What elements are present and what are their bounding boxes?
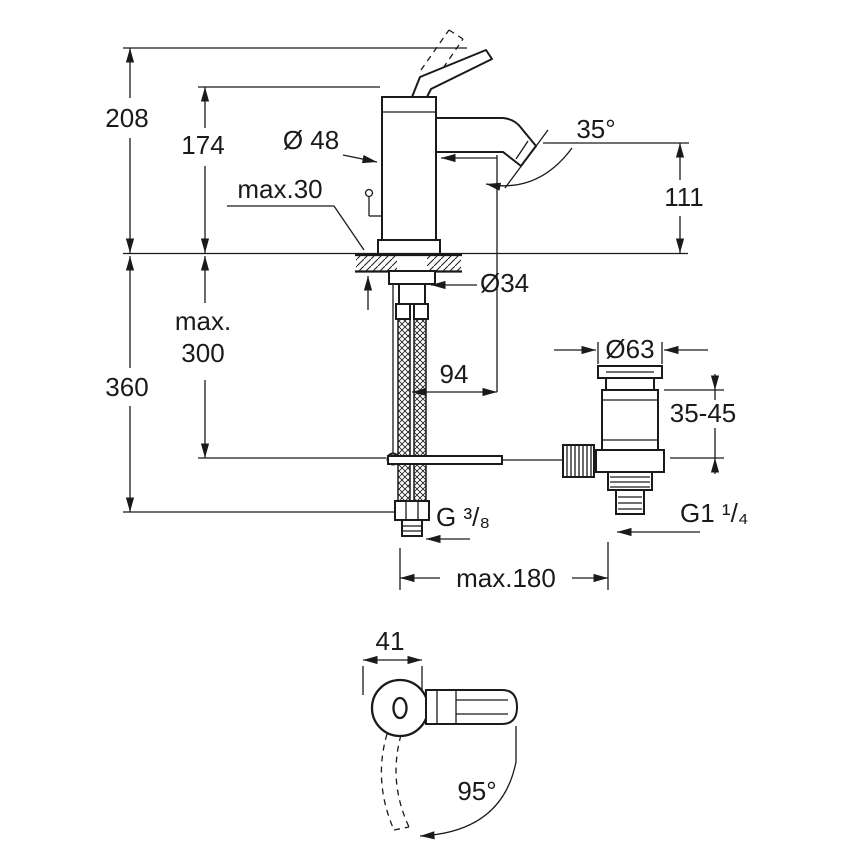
body-top-view: [370, 678, 430, 738]
hose-thread-tail: [401, 519, 423, 537]
dim-outlet-height: 111: [664, 143, 704, 253]
aerator-line: [515, 140, 529, 160]
waste-tailpiece: [615, 489, 645, 515]
spout: [435, 117, 538, 168]
supply-hoses: [388, 270, 436, 537]
dim-max-hose: max. 300: [175, 256, 231, 458]
lever-top-view: [425, 689, 519, 725]
dim-lever-offset: 41: [362, 626, 423, 695]
label-supply-thread: G ³/₈: [436, 502, 490, 532]
label-waste-adjustment: 35-45: [670, 398, 737, 428]
dim-lever-swing: 95°: [419, 726, 517, 840]
label-waste-thread: G1 ¹/₄: [680, 498, 748, 528]
hose-right: [413, 318, 427, 502]
label-spout-angle: 35°: [576, 114, 615, 144]
shank: [398, 283, 426, 305]
label-spout-reach: 94: [440, 359, 469, 389]
washer: [388, 270, 436, 285]
dim-waste-thread: G1 ¹/₄: [617, 498, 748, 537]
deck-hatch-left: [356, 256, 397, 271]
faucet-side-view: [364, 29, 538, 255]
cartridge-center: [392, 696, 408, 720]
waste-tee: [595, 449, 665, 473]
label-max-hose-1: max.: [175, 306, 231, 336]
deck-hatch-right: [427, 256, 461, 271]
hose-left: [397, 318, 411, 502]
label-hole-diameter: Ø34: [480, 268, 529, 298]
lever-swung-dashed: [380, 733, 410, 831]
label-waste-flange-diameter: Ø63: [605, 334, 654, 364]
faucet-body: [381, 96, 437, 243]
label-max-hose-2: 300: [181, 338, 224, 368]
waste-neck: [605, 377, 655, 391]
waste-body: [601, 389, 659, 451]
dim-below-deck-height: 360: [105, 256, 149, 512]
dim-spout-angle: 35°: [485, 114, 616, 191]
hose-nut-left: [395, 303, 411, 320]
popup-waste-assembly: [562, 365, 665, 515]
dim-max-reach: max.180: [399, 542, 609, 593]
hose-nut-right: [413, 303, 429, 320]
label-below-deck-height: 360: [105, 372, 148, 402]
label-body-diameter: Ø 48: [283, 125, 339, 155]
label-lever-swing: 95°: [457, 776, 496, 806]
dim-overall-height: 208: [105, 48, 149, 253]
popup-knob: [364, 188, 382, 217]
label-height-to-spout: 174: [181, 130, 224, 160]
label-lever-offset: 41: [376, 626, 405, 656]
dim-supply-thread: G ³/₈: [426, 502, 490, 544]
dim-height-to-spout: 174: [181, 87, 225, 253]
label-outlet-height: 111: [664, 182, 704, 212]
dim-spout-reach: 94: [412, 359, 497, 397]
dim-body-diameter: Ø 48: [283, 125, 498, 392]
lever-raised-dashed: [420, 29, 464, 78]
mounting-deck: [355, 253, 462, 273]
horizontal-rod: [387, 455, 503, 465]
dimensions: 208 174 max.30 Ø 48 35°: [105, 47, 748, 593]
dim-max-deck-thickness: max.30: [227, 174, 373, 310]
hose-end-nut: [394, 500, 430, 521]
popup-rod: [386, 284, 563, 466]
lever-handle: [411, 49, 493, 98]
dim-waste-flange-diameter: Ø63: [554, 334, 708, 364]
faucet-top-view: 41 95°: [362, 626, 519, 840]
dim-hole-diameter: Ø34: [431, 268, 529, 298]
label-max-reach: max.180: [456, 563, 556, 593]
dim-waste-adjustment: 35-45: [664, 374, 736, 474]
label-max-deck-thickness: max.30: [237, 174, 322, 204]
label-overall-height: 208: [105, 103, 148, 133]
faucet-base: [377, 239, 441, 255]
